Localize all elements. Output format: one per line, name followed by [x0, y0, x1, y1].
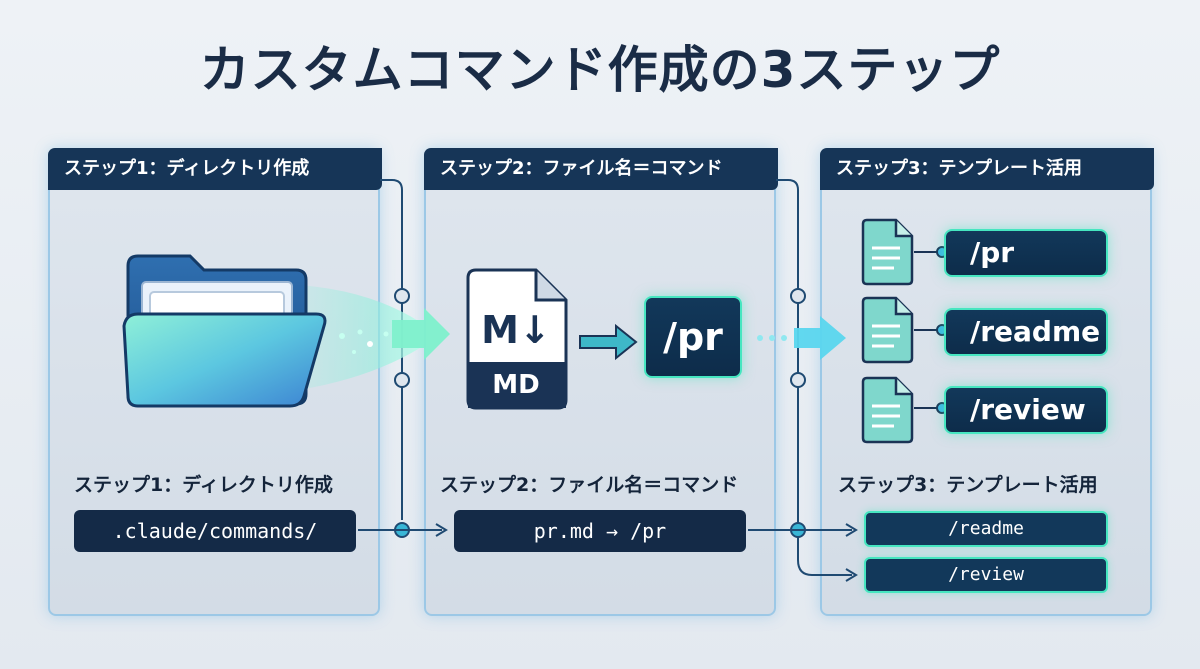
step3-caption: ステップ3：テンプレート活用 [838, 474, 1098, 496]
document-icon [861, 296, 914, 364]
directory-path: .claude/commands/ [74, 510, 356, 552]
step1-header: ステップ1：ディレクトリ作成 [48, 148, 382, 190]
command-item: /pr [944, 229, 1108, 277]
step2-caption: ステップ2：ファイル名＝コマンド [440, 474, 739, 496]
output-command: /readme [864, 511, 1108, 547]
command-pr-label: /pr [663, 315, 723, 359]
command-item: /readme [944, 308, 1108, 356]
command-pr-box: /pr [644, 296, 742, 378]
step2-header: ステップ2：ファイル名＝コマンド [424, 148, 778, 190]
markdown-label: MD [492, 370, 540, 400]
folder-icon [122, 254, 450, 408]
step1-caption: ステップ1：ディレクトリ作成 [74, 474, 333, 496]
command-item-label: /review [970, 393, 1086, 426]
output-command: /review [864, 557, 1108, 593]
step3-header: ステップ3：テンプレート活用 [820, 148, 1154, 190]
command-item-label: /pr [970, 236, 1015, 269]
document-icon [861, 218, 914, 286]
flow-arrow-icon [757, 316, 846, 360]
arrow-right-icon [579, 323, 638, 361]
markdown-symbol: M↓ [481, 308, 551, 352]
file-to-command-mapping: pr.md → /pr [454, 510, 746, 552]
command-item-label: /readme [970, 315, 1101, 348]
page-title: カスタムコマンド作成の3ステップ [199, 41, 1001, 99]
command-item: /review [944, 386, 1108, 434]
markdown-file-icon: M↓ MD [464, 268, 568, 410]
document-icon [861, 376, 914, 444]
